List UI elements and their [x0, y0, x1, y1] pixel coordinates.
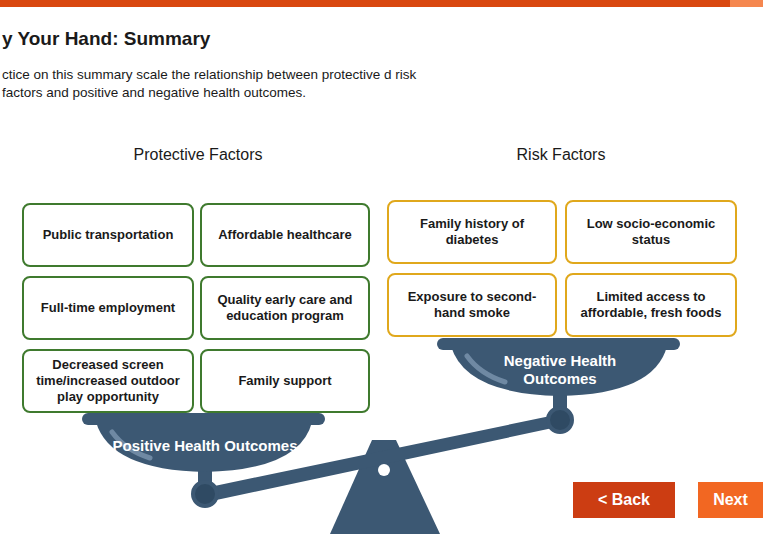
pan-shine: [467, 356, 505, 382]
left-pan-rim: [82, 413, 325, 425]
right-joint: [548, 408, 572, 432]
node-text: Public transportation: [43, 227, 174, 243]
top-bar: [0, 0, 730, 7]
pivot-dot: [378, 464, 390, 476]
node-text: Positive Health Outcomes: [112, 437, 297, 455]
node-text: Full-time employment: [41, 300, 175, 316]
instructions: ctice on this summary scale the relation…: [2, 66, 422, 101]
protective-factor-box: Decreased screen time/increased outdoor …: [22, 349, 194, 413]
node-text: Exposure to second-hand smoke: [395, 289, 549, 322]
column-heading: Protective Factors: [98, 145, 298, 166]
nav-button: < Back: [573, 482, 675, 518]
page-title: y Your Hand: Summary: [2, 28, 210, 50]
protective-factor-box: Public transportation: [22, 203, 194, 267]
protective-factor-box: Full-time employment: [22, 276, 194, 340]
left-pan-bowl: [96, 422, 312, 472]
node-text: Family support: [238, 373, 331, 389]
risk-factor-box: Exposure to second-hand smoke: [387, 273, 557, 337]
right-pan-bowl: [451, 346, 667, 396]
node-text: Next: [713, 491, 748, 509]
next-button-bg: [698, 482, 763, 518]
back-button-bg: [573, 482, 675, 518]
protective-factor-box: Family support: [200, 349, 370, 413]
node-text: Family history of diabetes: [395, 216, 549, 249]
risk-factor-box: Low socio-economic status: [565, 200, 737, 264]
protective-factor-box: Affordable healthcare: [200, 203, 370, 267]
node-text: < Back: [598, 491, 650, 509]
right-pan-rim: [437, 338, 680, 350]
column-heading: Risk Factors: [461, 145, 661, 166]
node-text: Affordable healthcare: [218, 227, 352, 243]
risk-factor-box: Limited access to affordable, fresh food…: [565, 273, 737, 337]
scale-pan: Negative Health Outcomes: [462, 350, 658, 390]
node-text: Limited access to affordable, fresh food…: [573, 289, 729, 322]
node-text: Decreased screen time/increased outdoor …: [30, 357, 186, 406]
risk-factor-box: Family history of diabetes: [387, 200, 557, 264]
protective-factor-box: Quality early care and education program: [200, 276, 370, 340]
node-text: Negative Health Outcomes: [466, 352, 654, 388]
node-text: Low socio-economic status: [573, 216, 729, 249]
scale-pan: Positive Health Outcomes: [107, 426, 303, 466]
top-bar-end: [730, 0, 763, 7]
node-text: Quality early care and education program: [208, 292, 362, 325]
left-joint: [193, 482, 217, 506]
nav-button: Next: [698, 482, 763, 518]
